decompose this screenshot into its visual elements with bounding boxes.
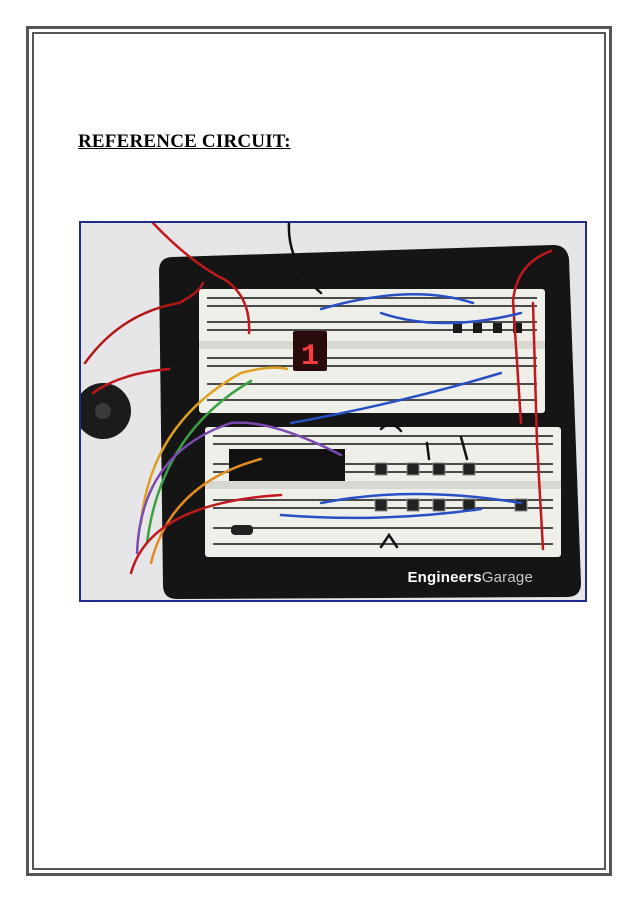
watermark-secondary: Garage [481, 569, 533, 586]
seven-segment-display [293, 331, 327, 371]
page-border [26, 26, 612, 876]
display-digit: 1 [301, 340, 319, 374]
watermark-primary: Engineers [407, 569, 482, 586]
jumper-wires [83, 223, 553, 575]
push-button [432, 462, 446, 476]
push-button [514, 498, 528, 512]
transistor [493, 323, 502, 333]
breadboard-lower [205, 427, 561, 557]
reference-circuit-photo: 1 [79, 221, 587, 602]
push-button [406, 462, 420, 476]
push-button [462, 462, 476, 476]
capacitor [231, 525, 253, 535]
transistor [473, 323, 482, 333]
section-heading: REFERENCE CIRCUIT: [78, 131, 291, 152]
push-button [406, 498, 420, 512]
push-button [432, 498, 446, 512]
transistor [513, 323, 522, 333]
engineers-garage-watermark: EngineersGarage [407, 569, 533, 586]
circuit-illustration: 1 [81, 223, 581, 599]
push-button [374, 498, 388, 512]
transistor [453, 323, 462, 333]
microcontroller-ic [229, 449, 345, 481]
breadboard-upper [199, 289, 545, 413]
push-button [374, 462, 388, 476]
